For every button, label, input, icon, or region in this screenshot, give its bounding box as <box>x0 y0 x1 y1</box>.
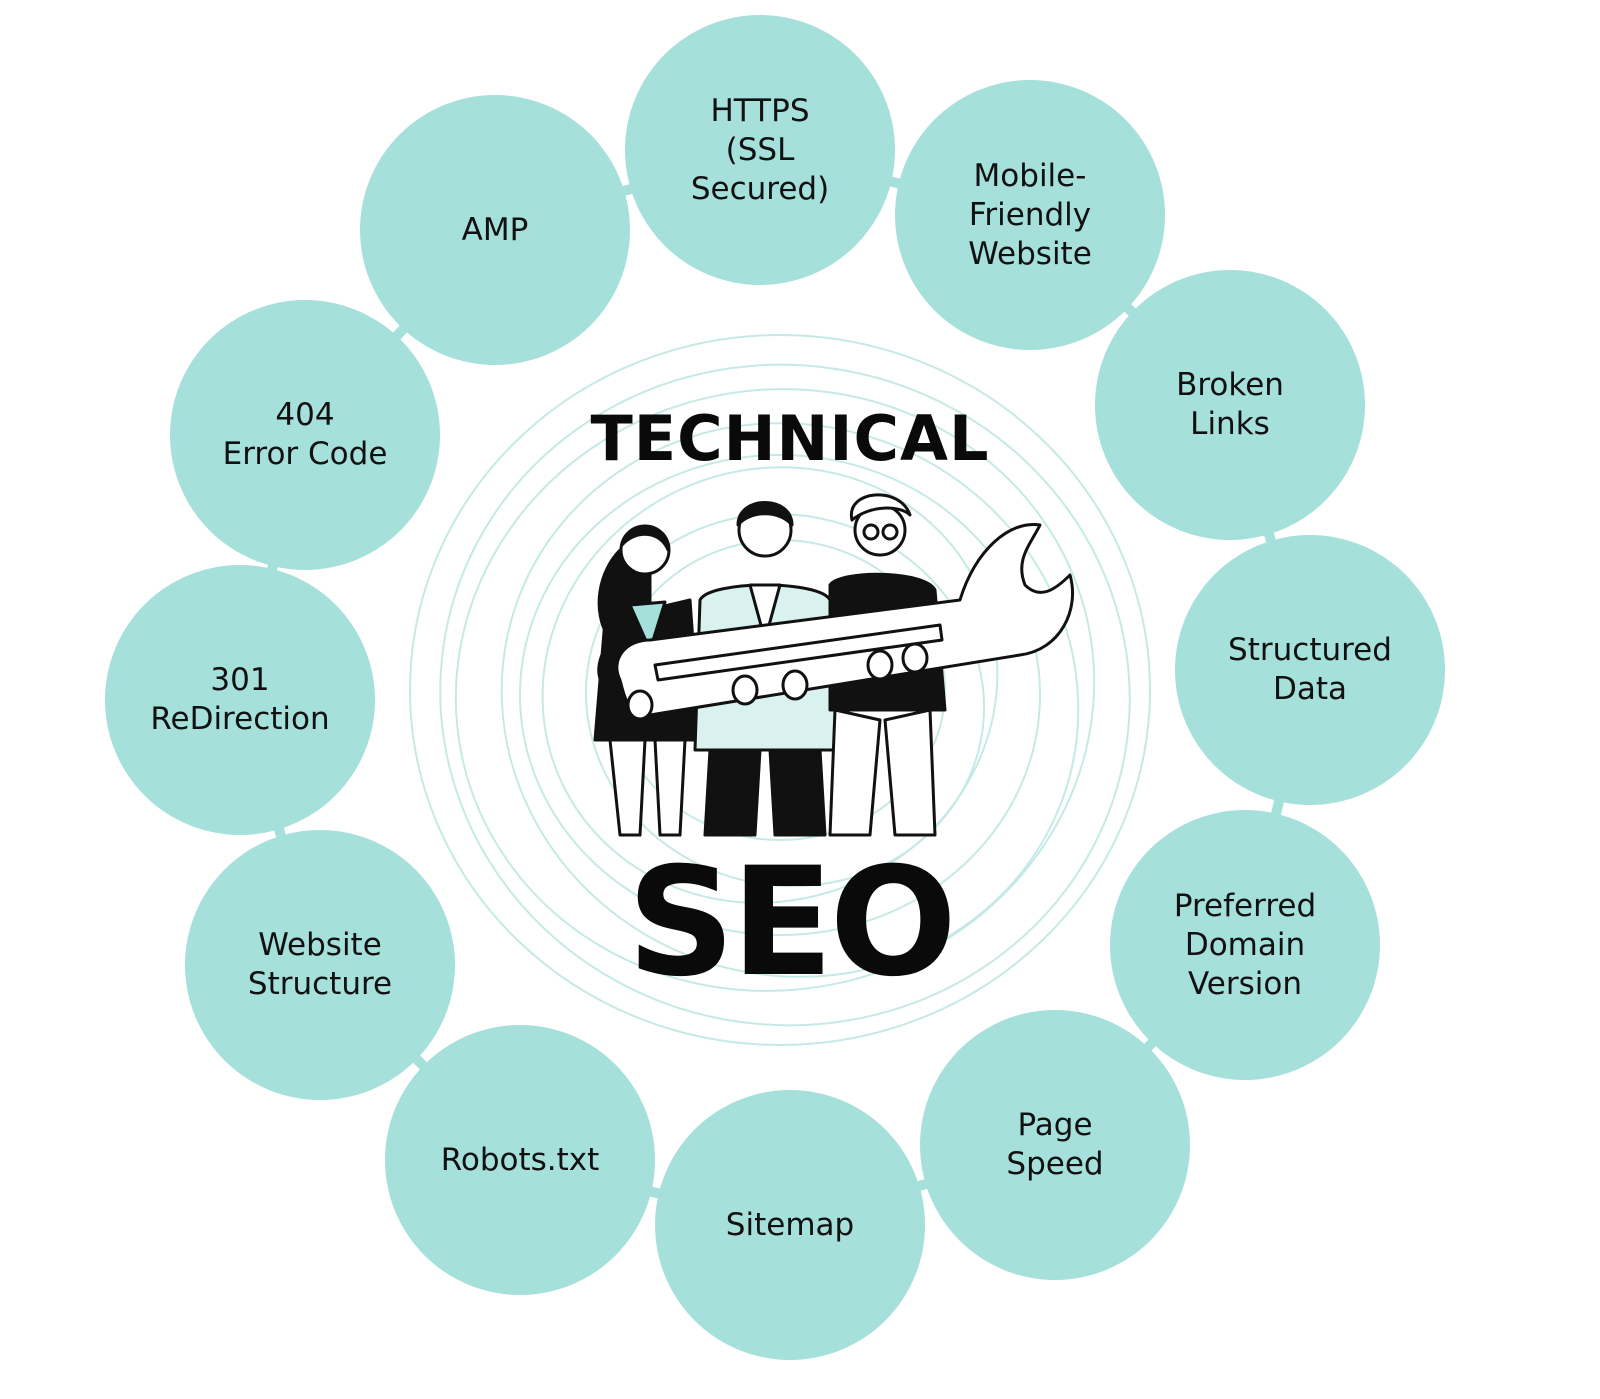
node-robots: Robots.txt <box>385 1025 655 1295</box>
node-mobile-friendly: Mobile- Friendly Website <box>895 80 1165 350</box>
node-label: 301 ReDirection <box>150 662 330 737</box>
node-label: Page Speed <box>1006 1107 1104 1182</box>
node-label: Robots.txt <box>440 1141 600 1178</box>
node-sitemap: Sitemap <box>655 1090 925 1360</box>
node-label: HTTPS (SSL Secured) <box>690 92 830 207</box>
node-website-structure: Website Structure <box>185 830 455 1100</box>
center-title-technical: TECHNICAL <box>590 402 990 475</box>
node-label: Mobile- Friendly Website <box>968 157 1092 272</box>
node-page-speed: Page Speed <box>920 1010 1190 1280</box>
center-title-seo: SEO <box>626 836 957 1010</box>
node-label: 404 Error Code <box>222 397 388 472</box>
node-404-error: 404 Error Code <box>170 300 440 570</box>
node-broken-links: Broken Links <box>1095 270 1365 540</box>
node-https: HTTPS (SSL Secured) <box>625 15 895 285</box>
node-label: Broken Links <box>1176 367 1284 442</box>
node-301-redirection: 301 ReDirection <box>105 565 375 835</box>
node-label: Sitemap <box>725 1206 855 1243</box>
node-label: Preferred Domain Version <box>1173 887 1317 1002</box>
node-label: Structured Data <box>1228 632 1392 707</box>
node-label: AMP <box>461 211 529 248</box>
node-label: Website Structure <box>247 927 393 1002</box>
node-preferred-domain: Preferred Domain Version <box>1110 810 1380 1080</box>
node-structured-data: Structured Data <box>1175 535 1445 805</box>
node-amp: AMP <box>360 95 630 365</box>
team-holding-wrench-illustration <box>593 493 1075 837</box>
